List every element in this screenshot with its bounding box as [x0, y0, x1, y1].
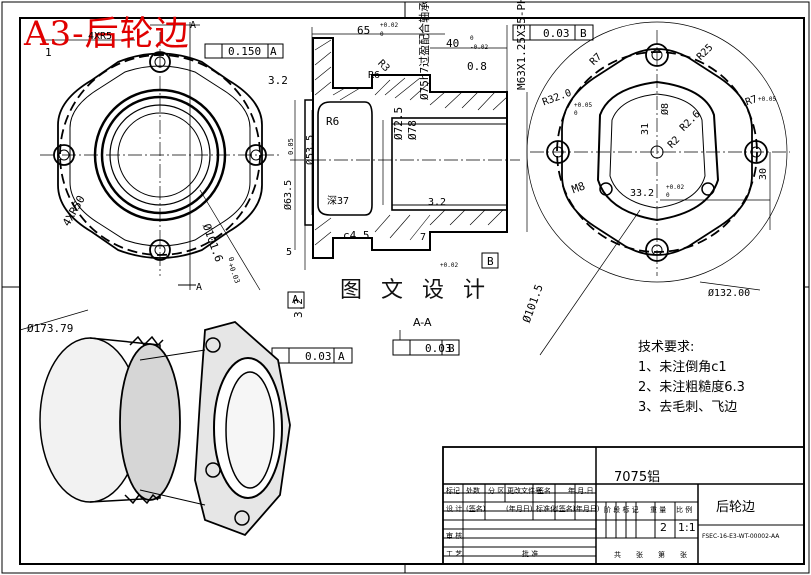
dimension-label: A	[196, 282, 203, 293]
tb-cell: 年.月.日	[568, 487, 594, 495]
dimension-label: 0	[666, 192, 670, 199]
dimension-label: 33.2	[630, 188, 655, 199]
material-label: 7075铝	[614, 470, 661, 485]
dimension-label: 4XR5	[88, 31, 113, 42]
tb-bottom: 张	[636, 551, 643, 559]
dimension-label: 3.2	[428, 197, 447, 208]
tech-heading: 技术要求:	[638, 340, 695, 355]
tb-cell: 设 计	[446, 505, 463, 513]
tb-scale-label: 比 例	[676, 506, 693, 514]
tb-bottom: 共	[614, 551, 621, 559]
dimension-label: 3.2	[292, 298, 305, 318]
dimension-label: Ø78	[406, 120, 419, 140]
right-view	[526, 21, 790, 356]
dimension-label: 1	[45, 46, 52, 59]
dimension-label: +0.02	[666, 184, 685, 191]
isometric-view	[39, 321, 291, 537]
tech-item: 1、未注倒角c1	[638, 360, 727, 375]
dimension-label: 0.150	[228, 45, 262, 58]
tb-cell: (年月日)	[506, 505, 533, 513]
dimension-label: R6	[326, 115, 340, 128]
dimension-label: Ø75h7过盈配合轴承	[418, 0, 431, 100]
dimension-label: A	[190, 20, 197, 31]
tb-stage: 阶 段 标 记	[604, 506, 639, 514]
dimension-label: A	[292, 293, 299, 306]
dimension-label: M63X1.25X35-PH	[515, 0, 528, 90]
tb-weight: 重 量	[650, 506, 667, 514]
part-name: 后轮边	[716, 500, 756, 515]
dimension-label: 0.03	[425, 342, 452, 355]
dimension-label: Ø72.5	[392, 106, 405, 140]
tb-cell: 更改文件号	[507, 487, 542, 495]
dimension-label: Ø8	[660, 102, 671, 115]
dimension-label: 7	[420, 232, 427, 243]
tb-cell: 分 区	[488, 487, 505, 495]
watermark-text: 图 文 设 计	[340, 278, 491, 303]
tech-item: 3、去毛刺、飞边	[638, 400, 738, 415]
inner-frame	[19, 17, 805, 565]
tb-cell: 标准化	[536, 505, 557, 513]
dimension-label: 65	[357, 24, 371, 37]
dimension-label: 0.03	[543, 27, 570, 40]
tb-cell: 签名	[537, 487, 551, 495]
dimension-label: 30	[758, 167, 769, 180]
title-block-lines	[442, 446, 805, 565]
dimension-label: +0.05	[758, 96, 777, 103]
tb-cell: (年月日)	[573, 505, 600, 513]
drawing-title: A3-后轮边	[24, 14, 190, 54]
tb-approve: 审 核	[446, 532, 463, 540]
sheet-count: 2	[660, 521, 667, 534]
dimension-label: 0	[380, 31, 384, 38]
scale: 1:1	[678, 521, 696, 534]
tb-cell: (签名)	[466, 505, 486, 513]
dimension-label: 0	[470, 35, 474, 42]
dimension-label: +0.05	[574, 102, 593, 109]
dimension-label: 0.05	[287, 138, 295, 155]
dimension-label: R6	[368, 70, 381, 81]
tb-cell: 标记	[446, 487, 460, 495]
tb-bottom: 第	[658, 551, 665, 559]
dimension-label: 深37	[327, 196, 350, 207]
dimension-label: +0.02	[440, 262, 459, 269]
dimension-label: 40	[446, 37, 460, 50]
tb-cell: (签名)	[556, 505, 576, 513]
dimension-label: Ø63.5	[283, 179, 294, 210]
dimension-label: Ø173.79	[27, 322, 74, 335]
tb-approve: 工 艺	[446, 550, 463, 558]
dimension-label: 0.03	[305, 350, 332, 363]
dimension-label: 3.2	[268, 74, 288, 87]
section-label: A-A	[413, 316, 432, 329]
dimension-label: A	[338, 350, 345, 363]
tech-item: 2、未注粗糙度6.3	[638, 380, 745, 395]
dimension-label: 5	[286, 247, 293, 258]
dimension-label: Ø53.5	[305, 134, 316, 165]
tb-approve: 批 准	[522, 550, 539, 558]
dimension-label: -0.02	[470, 44, 489, 51]
dimension-label: B	[448, 342, 455, 355]
dimension-label: A	[270, 45, 277, 58]
dimension-label: Ø132.00	[708, 288, 751, 299]
dimension-label: B	[487, 255, 494, 268]
tb-bottom: 张	[680, 551, 687, 559]
dimension-label: +0.02	[380, 22, 399, 29]
drawing-number: FSEC-16-E3-WT-00002-AA	[702, 533, 780, 540]
tb-cell: 处数	[466, 487, 480, 495]
dimension-label: 0	[574, 110, 578, 117]
dimension-label: c4.5	[343, 229, 370, 242]
dimension-label: B	[580, 27, 587, 40]
dimension-label: 31	[640, 122, 651, 135]
left-view	[19, 22, 284, 331]
section-view	[271, 24, 594, 364]
tech-requirements: 技术要求: 1、未注倒角c1 2、未注粗糙度6.3 3、去毛刺、飞边	[638, 338, 745, 418]
dimension-label: 0.8	[467, 60, 487, 73]
